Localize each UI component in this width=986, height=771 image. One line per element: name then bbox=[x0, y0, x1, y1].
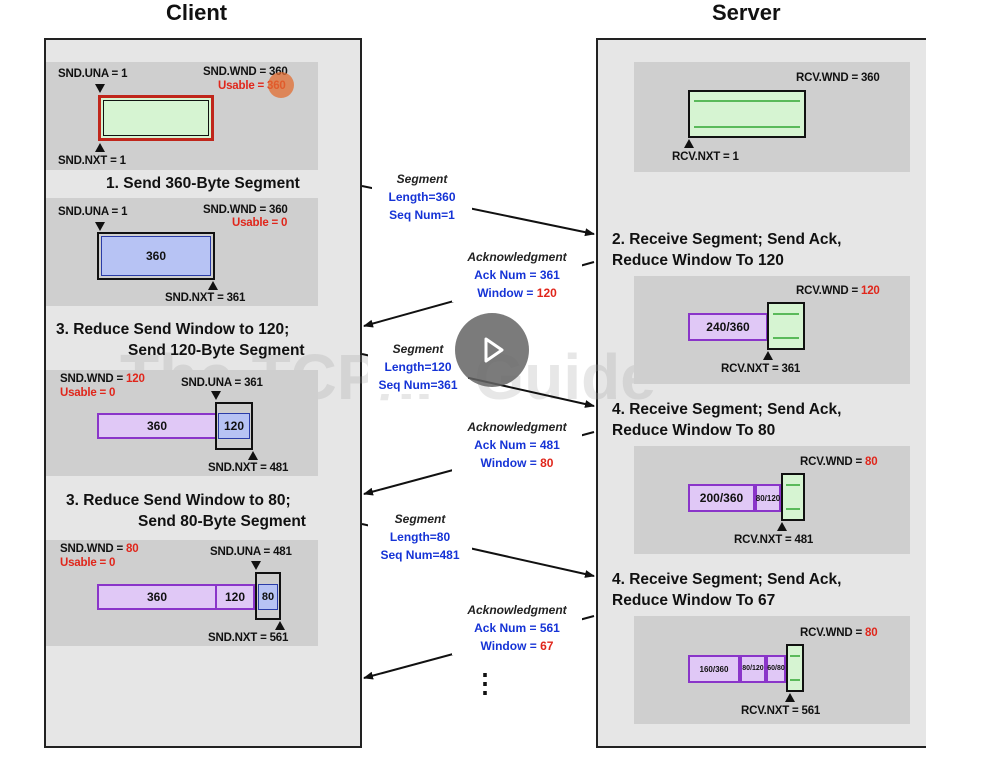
ack-label-3: Acknowledgment Ack Num = 561 Window = 67 bbox=[452, 601, 582, 655]
pointer-icon bbox=[95, 222, 105, 231]
ack-label-2: Acknowledgment Ack Num = 481 Window = 80 bbox=[452, 418, 582, 472]
receive-window-box bbox=[786, 644, 804, 692]
receive-window-box bbox=[688, 90, 806, 138]
receive-window-box bbox=[767, 302, 805, 350]
snd-wnd-label: SND.WND = 120 bbox=[60, 373, 145, 385]
buffered-data-box: 200/360 bbox=[688, 484, 755, 512]
buffered-data-box: 80/120 bbox=[740, 655, 766, 683]
rcv-wnd-label: RCV.WND = 360 bbox=[796, 72, 880, 84]
server-step-2-line1: 2. Receive Segment; Send Ack, bbox=[612, 231, 842, 248]
pointer-icon bbox=[763, 351, 773, 360]
server-step-4b-line2: Reduce Window To 67 bbox=[612, 592, 776, 609]
pointer-icon bbox=[251, 561, 261, 570]
acked-segment-box: 360 bbox=[97, 584, 217, 610]
buffered-data-box: 240/360 bbox=[688, 313, 768, 341]
snd-una-label: SND.UNA = 481 bbox=[210, 546, 292, 558]
snd-una-label: SND.UNA = 361 bbox=[181, 377, 263, 389]
usable-label: Usable = 0 bbox=[60, 557, 116, 569]
receive-window-box bbox=[781, 473, 805, 521]
segment-label-2: Segment Length=120 Seq Num=361 bbox=[368, 340, 468, 394]
snd-wnd-label: SND.WND = 360 bbox=[203, 66, 288, 78]
continuation-ellipsis: ⋮ bbox=[472, 668, 498, 698]
pointer-icon bbox=[684, 139, 694, 148]
sent-segment-box: 360 bbox=[101, 236, 211, 276]
segment-label-1: Segment Length=360 Seq Num=1 bbox=[372, 170, 472, 224]
send-window-box bbox=[98, 95, 214, 141]
play-button-icon bbox=[484, 337, 504, 363]
client-step-3a-line2: Send 120-Byte Segment bbox=[128, 342, 305, 359]
snd-wnd-label: SND.WND = 80 bbox=[60, 543, 139, 555]
rcv-wnd-label: RCV.WND = 120 bbox=[796, 285, 880, 297]
usable-label: Usable = 0 bbox=[232, 217, 288, 229]
server-step-2-line2: Reduce Window To 120 bbox=[612, 252, 784, 269]
cursor-highlight-icon bbox=[268, 72, 294, 98]
snd-una-label: SND.UNA = 1 bbox=[58, 68, 128, 80]
client-step-3b-line2: Send 80-Byte Segment bbox=[138, 513, 306, 530]
rcv-wnd-label: RCV.WND = 80 bbox=[800, 456, 878, 468]
pointer-icon bbox=[211, 391, 221, 400]
acked-segment-box: 120 bbox=[215, 584, 255, 610]
rcv-nxt-label: RCV.NXT = 481 bbox=[734, 534, 814, 546]
client-step-3b-line1: 3. Reduce Send Window to 80; bbox=[66, 492, 291, 509]
pointer-icon bbox=[95, 84, 105, 93]
send-window-box: 120 bbox=[215, 402, 253, 450]
server-step-4a-line1: 4. Receive Segment; Send Ack, bbox=[612, 401, 842, 418]
sent-segment-box: 120 bbox=[218, 413, 250, 439]
pointer-icon bbox=[208, 281, 218, 290]
sent-segment-box: 80 bbox=[258, 584, 278, 610]
rcv-nxt-label: RCV.NXT = 1 bbox=[672, 151, 739, 163]
play-button[interactable] bbox=[455, 313, 529, 387]
segment-label-3: Segment Length=80 Seq Num=481 bbox=[368, 510, 472, 564]
ack-label-1: Acknowledgment Ack Num = 361 Window = 12… bbox=[452, 248, 582, 302]
usable-label: Usable = 0 bbox=[60, 387, 116, 399]
server-header: Server bbox=[712, 0, 781, 25]
pointer-icon bbox=[785, 693, 795, 702]
buffered-data-box: 80/120 bbox=[755, 484, 781, 512]
client-step-1: 1. Send 360-Byte Segment bbox=[106, 175, 300, 192]
buffered-data-box: 60/80 bbox=[766, 655, 786, 683]
snd-nxt-label: SND.NXT = 1 bbox=[58, 155, 126, 167]
client-step-3a-line1: 3. Reduce Send Window to 120; bbox=[56, 321, 290, 338]
rcv-wnd-label: RCV.WND = 80 bbox=[800, 627, 878, 639]
snd-nxt-label: SND.NXT = 561 bbox=[208, 632, 289, 644]
snd-nxt-label: SND.NXT = 361 bbox=[165, 292, 246, 304]
client-header: Client bbox=[166, 0, 228, 25]
server-step-4b-line1: 4. Receive Segment; Send Ack, bbox=[612, 571, 842, 588]
acked-segment-box: 360 bbox=[97, 413, 217, 439]
pointer-icon bbox=[275, 621, 285, 630]
snd-una-label: SND.UNA = 1 bbox=[58, 206, 128, 218]
rcv-nxt-label: RCV.NXT = 561 bbox=[741, 705, 821, 717]
rcv-nxt-label: RCV.NXT = 361 bbox=[721, 363, 801, 375]
pointer-icon bbox=[777, 522, 787, 531]
snd-wnd-label: SND.WND = 360 bbox=[203, 204, 288, 216]
server-step-4a-line2: Reduce Window To 80 bbox=[612, 422, 776, 439]
buffered-data-box: 160/360 bbox=[688, 655, 740, 683]
pointer-icon bbox=[95, 143, 105, 152]
send-window-box: 80 bbox=[255, 572, 281, 620]
send-window-box: 360 bbox=[97, 232, 215, 280]
pointer-icon bbox=[248, 451, 258, 460]
snd-nxt-label: SND.NXT = 481 bbox=[208, 462, 289, 474]
